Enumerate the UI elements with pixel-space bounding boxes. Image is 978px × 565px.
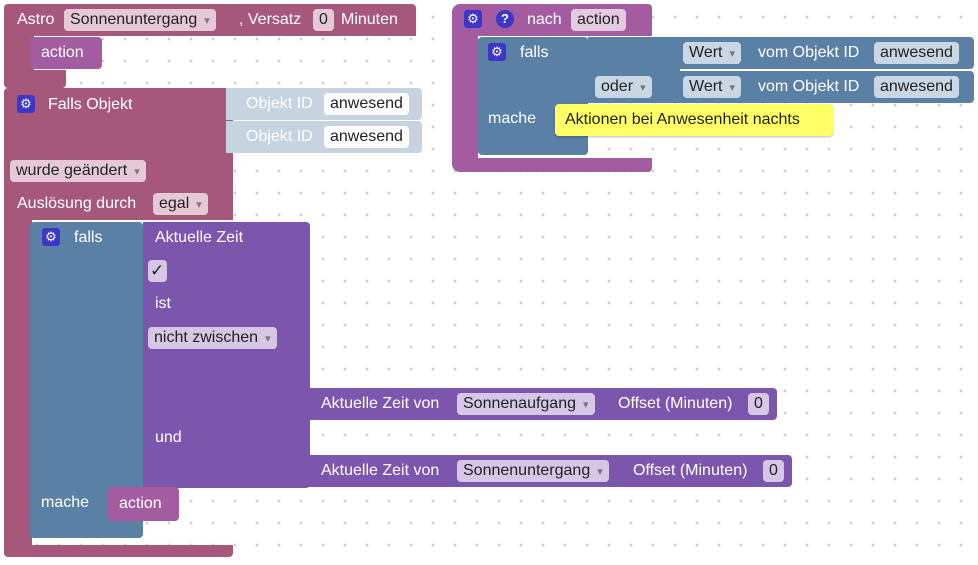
astro-block-bottom [4,70,66,88]
astro-action-call-label: action [41,44,84,61]
if-time-block[interactable] [30,222,143,490]
current-time-label: Aktuelle Zeit [155,229,244,246]
comment-text: Aktionen bei Anwesenheit nachts [565,111,800,128]
get-value-block-2[interactable]: Wert vom Objekt ID anwesend [678,71,974,103]
sunset-label: Aktuelle Zeit von [321,462,440,479]
gear-icon[interactable]: ⚙ [464,10,482,28]
object-id-block-2[interactable]: Objekt ID anwesend [226,121,422,153]
if-presence-falls-label: falls [520,44,549,61]
object-id-input-2[interactable]: anwesend [324,126,409,148]
sunrise-label: Aktuelle Zeit von [321,395,440,412]
sunrise-offset-label: Offset (Minuten) [618,395,733,412]
trigger-label: Falls Objekt [48,96,133,113]
change-type-dropdown[interactable]: wurde geändert [10,160,146,182]
object-id-input-3[interactable]: anwesend [874,42,959,64]
ist-label: ist [155,295,171,312]
function-name-input[interactable]: action [571,9,626,31]
function-block-bottom [452,158,652,172]
gear-icon[interactable]: ⚙ [42,228,60,246]
object-id-input-1[interactable]: anwesend [324,93,409,115]
astro-event-dropdown[interactable]: Sonnenuntergang [64,9,216,31]
current-time-checkbox[interactable]: ✓ [148,260,167,282]
versatz-label: , Versatz [239,11,302,28]
sunset-dropdown[interactable]: Sonnenuntergang [457,460,609,482]
value-type-dropdown-1[interactable]: Wert [683,42,742,64]
current-time-block[interactable] [143,222,310,488]
object-id-input-4[interactable]: anwesend [874,76,959,98]
function-nach-label: nach [527,11,562,28]
value-type-dropdown-2[interactable]: Wert [683,76,742,98]
help-icon[interactable]: ? [496,10,514,28]
sunset-offset-label: Offset (Minuten) [633,462,748,479]
if-presence-mache-label: mache [488,110,537,127]
und-label: und [155,429,182,446]
sunrise-time-block[interactable]: Aktuelle Zeit von Sonnenaufgang Offset (… [305,388,777,420]
get-value-block-1[interactable]: Wert vom Objekt ID anwesend [678,37,974,69]
astro-action-call-block[interactable]: action [30,37,102,69]
comment-block[interactable]: Aktionen bei Anwesenheit nachts [555,104,833,136]
sunrise-dropdown[interactable]: Sonnenaufgang [457,393,595,415]
astro-offset-input[interactable]: 0 [313,9,334,31]
object-id-block-1[interactable]: Objekt ID anwesend [226,88,422,120]
astro-block-left-bar [4,36,34,70]
time-action-call-label: action [119,495,162,512]
trigger-block-left-bar [4,220,32,545]
object-id-label-1: Objekt ID [246,95,313,112]
trigger-block-bottom [4,545,233,557]
sunset-offset-input[interactable]: 0 [763,460,784,482]
from-object-label-2: vom Objekt ID [758,78,860,95]
if-time-falls-label: falls [74,229,103,246]
or-dropdown[interactable]: oder [595,76,652,98]
sunset-time-block[interactable]: Aktuelle Zeit von Sonnenuntergang Offset… [305,455,792,487]
time-action-call-block[interactable]: action [108,487,179,521]
astro-label: Astro [17,11,55,28]
gear-icon[interactable]: ⚙ [17,95,35,113]
object-id-label-2: Objekt ID [246,128,313,145]
minuten-label: Minuten [341,11,398,28]
from-object-label-1: vom Objekt ID [758,44,860,61]
function-block-left-bar [452,36,478,158]
trigger-by-dropdown[interactable]: egal [153,193,208,215]
trigger-by-label: Auslösung durch [17,195,137,212]
comparison-dropdown[interactable]: nicht zwischen [148,327,277,349]
sunrise-offset-input[interactable]: 0 [748,393,769,415]
gear-icon[interactable]: ⚙ [488,43,506,61]
if-time-mache-label: mache [41,494,90,511]
